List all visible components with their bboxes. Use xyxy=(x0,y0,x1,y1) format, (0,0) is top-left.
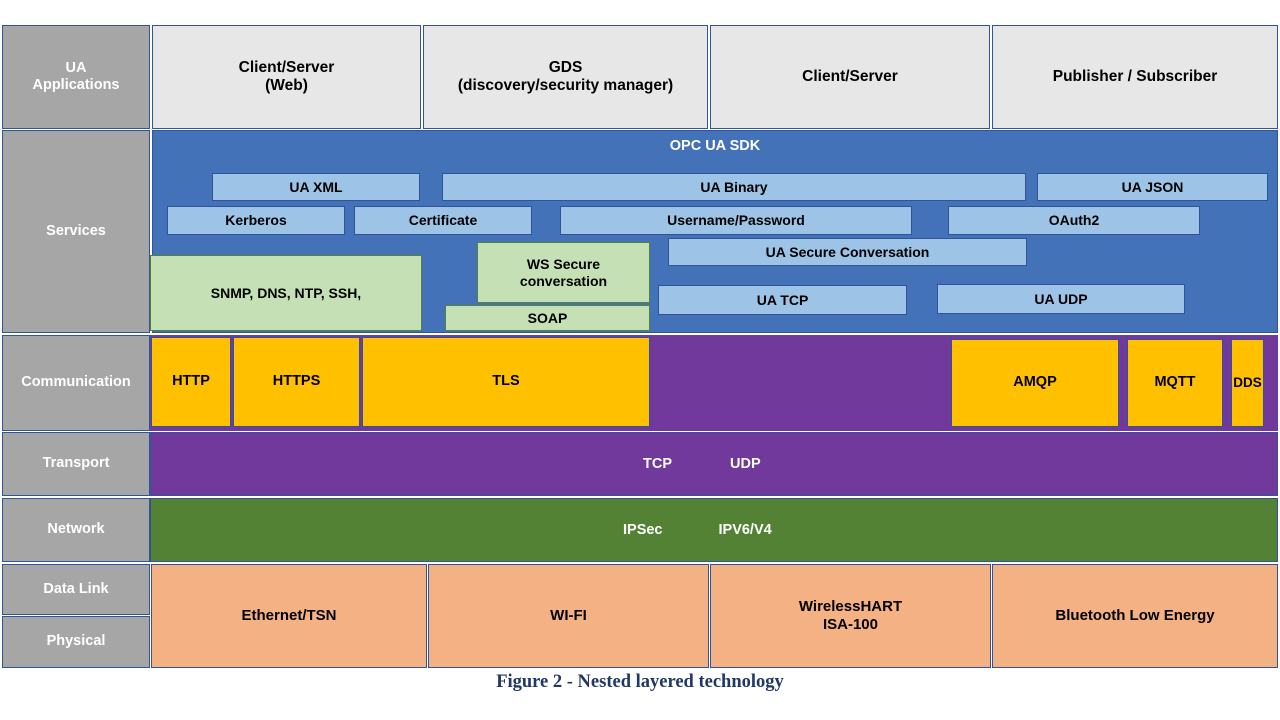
transport-tcp: TCP xyxy=(643,456,672,472)
service-ws-secure-conversation: WS Secure conversation xyxy=(477,242,650,303)
communication-tls: TLS xyxy=(362,337,650,427)
media-wirelesshart-isa100: WirelessHART ISA-100 xyxy=(710,564,991,668)
communication-dds: DDS xyxy=(1231,339,1264,427)
service-snmp-dns-ntp-ssh: SNMP, DNS, NTP, SSH, xyxy=(150,255,422,331)
communication-mqtt: MQTT xyxy=(1127,339,1223,427)
application-gds: GDS (discovery/security manager) xyxy=(423,25,708,129)
communication-amqp: AMQP xyxy=(951,339,1119,427)
application-client-server: Client/Server xyxy=(710,25,990,129)
transport-band xyxy=(150,432,1278,496)
layer-label-transport: Transport xyxy=(2,432,150,496)
service-ua-tcp: UA TCP xyxy=(658,285,907,315)
layer-label-communication: Communication xyxy=(2,335,150,431)
service-ua-xml: UA XML xyxy=(212,173,420,201)
service-oauth2: OAuth2 xyxy=(948,206,1200,235)
service-ua-udp: UA UDP xyxy=(937,284,1185,314)
service-kerberos: Kerberos xyxy=(167,206,345,235)
media-bluetooth-low-energy: Bluetooth Low Energy xyxy=(992,564,1278,668)
service-ua-json: UA JSON xyxy=(1037,173,1268,201)
transport-udp: UDP xyxy=(730,456,761,472)
communication-https: HTTPS xyxy=(233,337,360,427)
network-band xyxy=(150,498,1278,562)
media-wifi: WI-FI xyxy=(428,564,709,668)
figure-caption: Figure 2 - Nested layered technology xyxy=(496,672,784,692)
layer-label-services: Services xyxy=(2,130,150,333)
service-username-password: Username/Password xyxy=(560,206,912,235)
service-certificate: Certificate xyxy=(354,206,532,235)
network-ipv6v4: IPV6/V4 xyxy=(718,522,772,538)
service-ua-secure-conversation: UA Secure Conversation xyxy=(668,238,1027,266)
communication-http: HTTP xyxy=(151,337,231,427)
layer-label-network: Network xyxy=(2,498,150,562)
media-ethernet-tsn: Ethernet/TSN xyxy=(151,564,427,668)
layer-label-data-link: Data Link xyxy=(2,564,150,615)
network-ipsec: IPSec xyxy=(623,522,663,538)
layer-label-ua-applications: UA Applications xyxy=(2,25,150,129)
application-client-server-web: Client/Server (Web) xyxy=(152,25,421,129)
layer-label-physical: Physical xyxy=(2,616,150,668)
application-publisher-subscriber: Publisher / Subscriber xyxy=(992,25,1278,129)
service-ua-binary: UA Binary xyxy=(442,173,1026,201)
service-soap: SOAP xyxy=(445,305,650,331)
